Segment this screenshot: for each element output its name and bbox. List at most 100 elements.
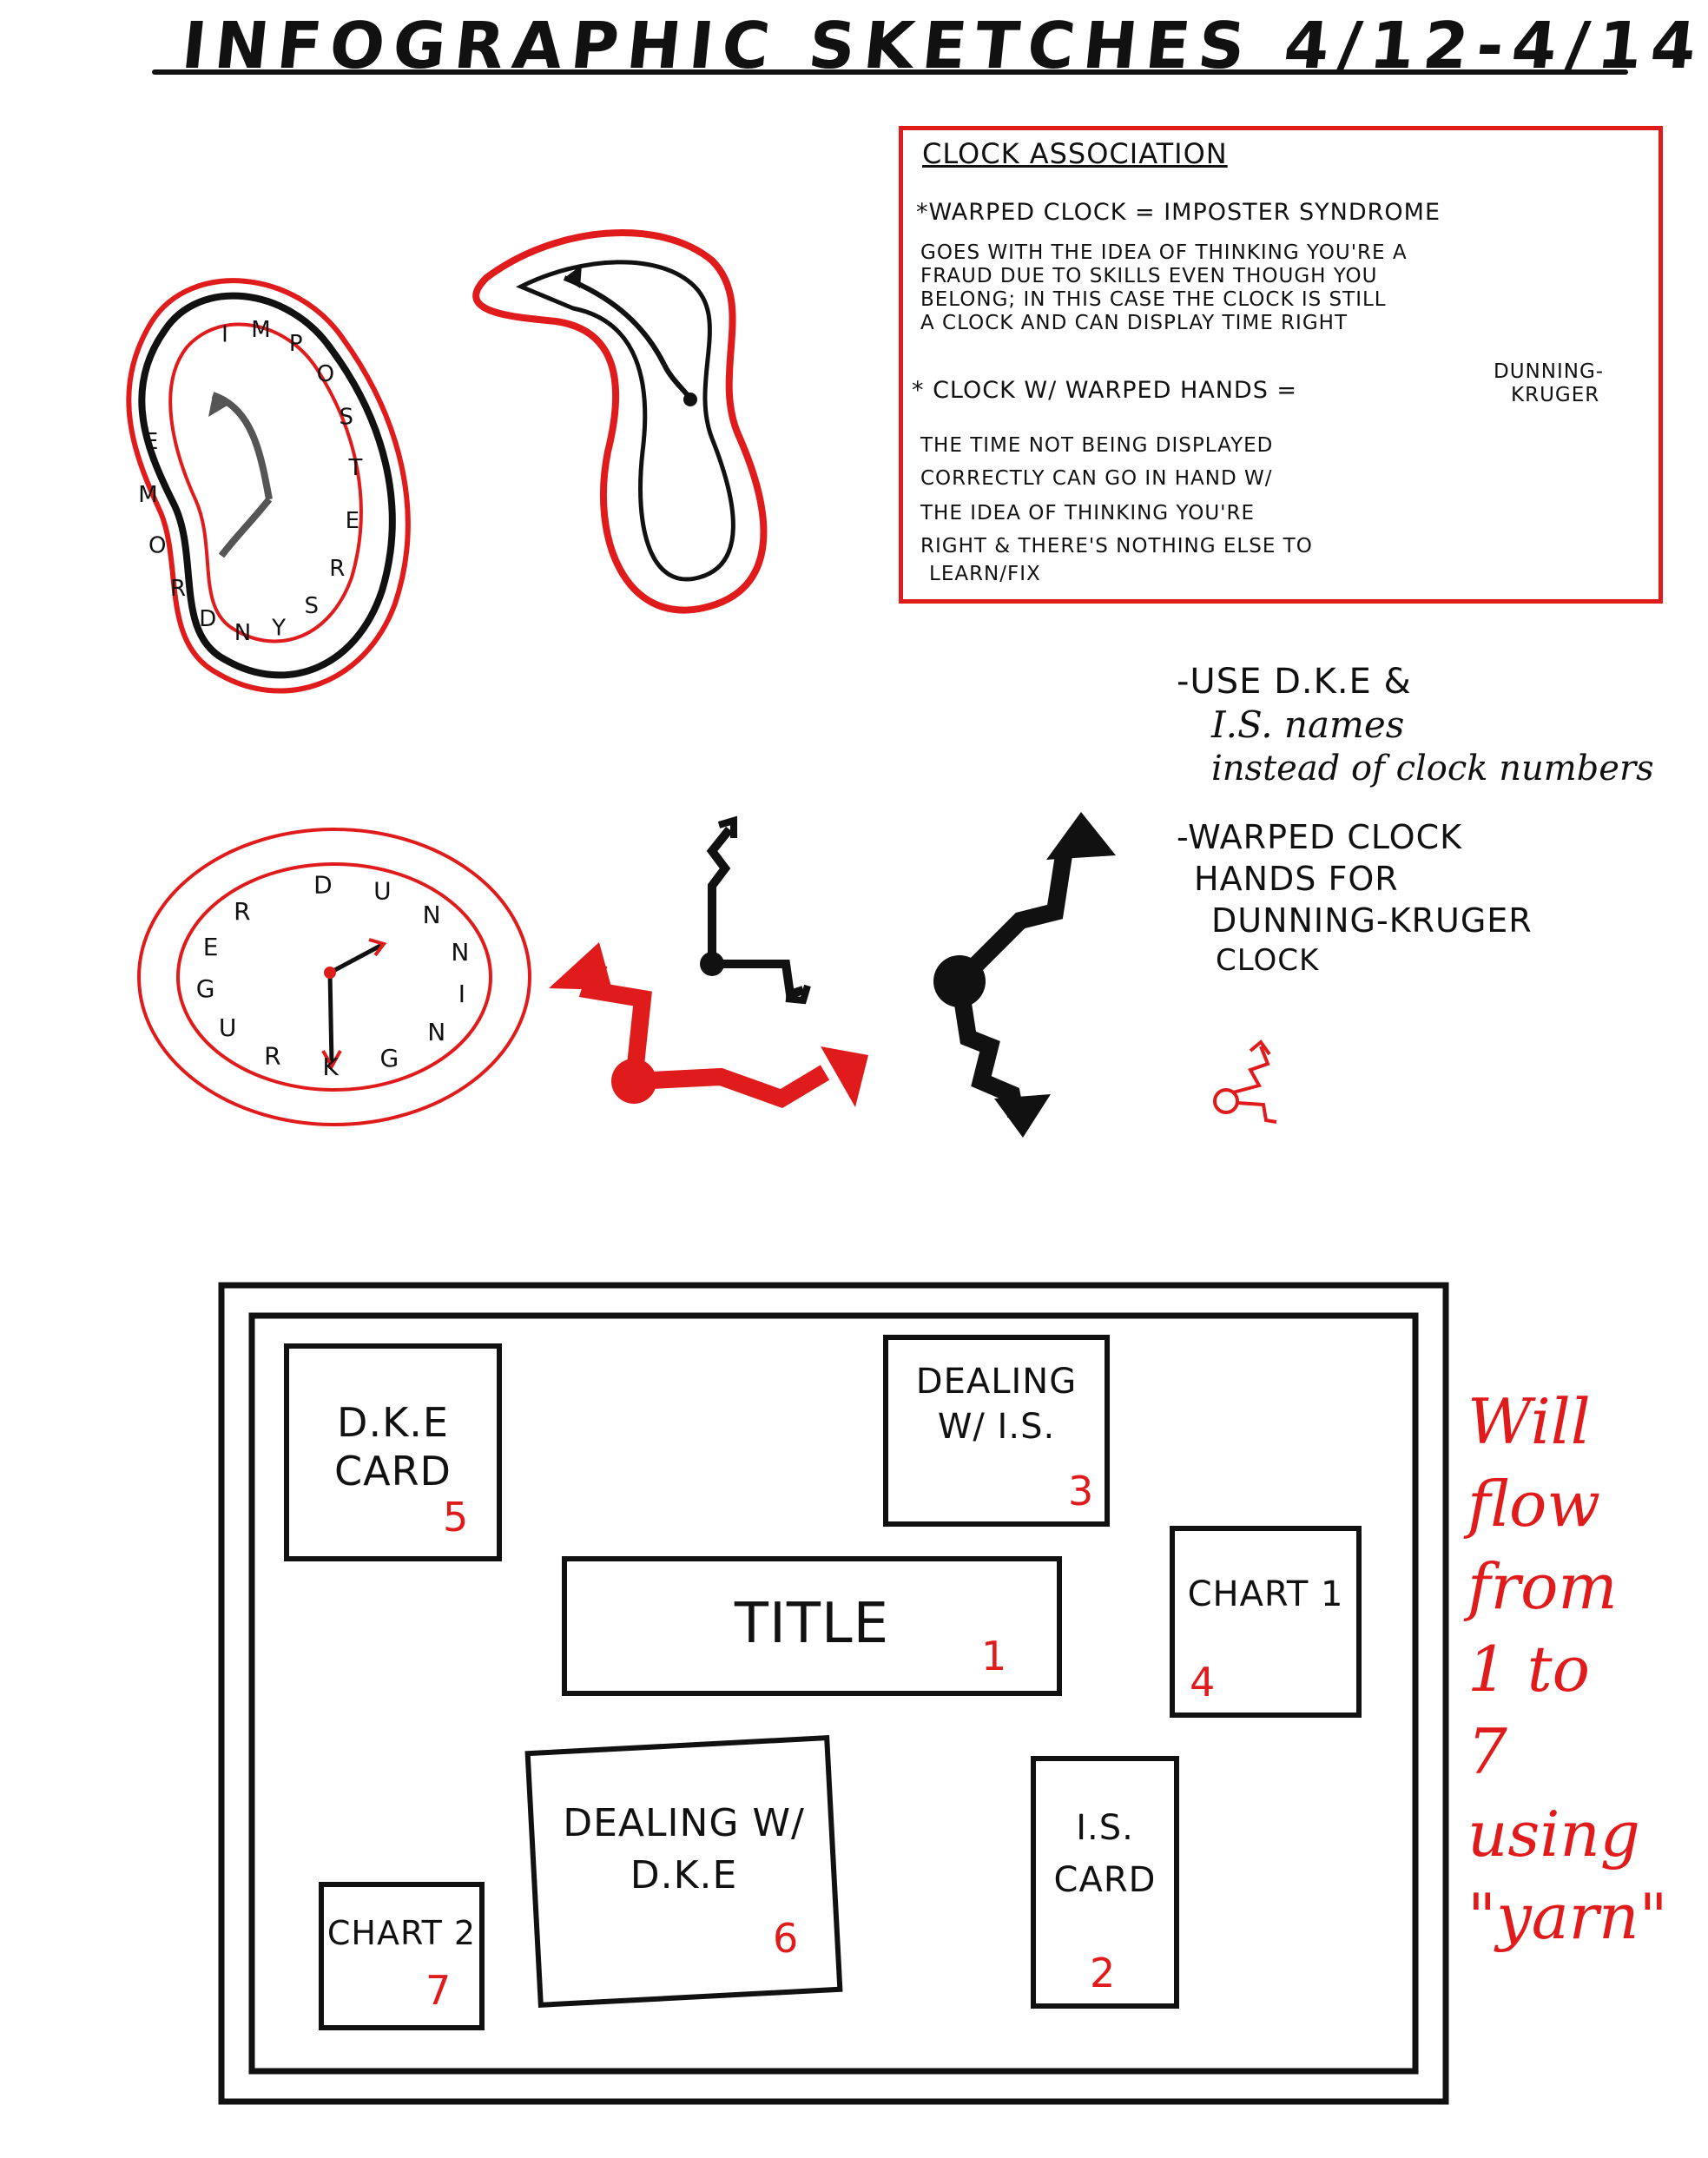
association-item1-line: GOES WITH THE IDEA OF THINKING YOU'RE A — [920, 241, 1408, 264]
card-label-chart2: CHART 2 — [326, 1914, 477, 1952]
clock-letter: K — [322, 1053, 339, 1081]
association-item2-title-end: DUNNING- — [1494, 360, 1605, 383]
card-box-is — [1031, 1756, 1179, 2009]
card-box-dealing-is — [883, 1335, 1110, 1527]
clock-letter: S — [305, 593, 320, 619]
crescent-clock-hand — [563, 275, 667, 366]
zigzag-hands-small — [700, 815, 811, 1005]
zigzag-hands-red — [549, 942, 868, 1109]
warped-clock-hand-tip — [208, 395, 230, 417]
association-item1-line: A CLOCK AND CAN DISPLAY TIME RIGHT — [920, 312, 1348, 334]
association-heading: CLOCK ASSOCIATION — [922, 137, 1228, 170]
card-box-dke — [284, 1343, 502, 1561]
side-note-2-line: -WARPED CLOCK — [1177, 818, 1463, 856]
round-clock-minute-hand — [327, 972, 334, 1065]
card-number: 1 — [981, 1633, 1007, 1680]
card-number: 5 — [443, 1494, 469, 1541]
crescent-clock-hand-tip — [564, 265, 582, 288]
warped-clock-hand — [218, 497, 273, 558]
association-item2-line: CORRECTLY CAN GO IN HAND W/ — [920, 467, 1273, 490]
card-number: 2 — [1090, 1950, 1116, 1996]
layout-board — [218, 1282, 1449, 2105]
card-number: 7 — [425, 1967, 452, 2014]
association-item1-line: BELONG; IN THIS CASE THE CLOCK IS STILL — [920, 288, 1387, 311]
association-item2-line: LEARN/FIX — [929, 563, 1041, 585]
side-note-1-line: I.S. names — [1211, 703, 1405, 746]
warped-clock-imposter — [126, 278, 411, 694]
clock-letter: N — [423, 901, 441, 929]
clock-letter: R — [234, 897, 250, 926]
title-underline — [152, 69, 1628, 75]
clock-letter: E — [346, 508, 359, 534]
card-label-dke: D.K.E CARD — [334, 1399, 452, 1495]
clock-letter: D — [313, 870, 333, 899]
card-box-chart1 — [1170, 1526, 1362, 1718]
round-clock-hour-hand — [328, 942, 384, 975]
side-note-2-line: DUNNING-KRUGER — [1211, 901, 1533, 940]
clock-letter: S — [340, 405, 354, 431]
card-box-dealing-dke — [524, 1734, 843, 2008]
crescent-clock-outer — [472, 229, 768, 614]
warped-clock-blank — [472, 229, 768, 614]
clock-letter: E — [144, 429, 158, 455]
clock-letter: N — [234, 620, 251, 646]
card-number: 4 — [1190, 1659, 1216, 1706]
clock-letter: R — [170, 576, 186, 602]
clock-letter: O — [317, 361, 334, 387]
clock-letter: Y — [271, 616, 286, 642]
flow-note: Will flow from 1 to 7 using "yarn" — [1467, 1381, 1668, 1958]
side-note-1-line: -USE D.K.E & — [1177, 662, 1412, 702]
card-label-chart1: CHART 1 — [1187, 1574, 1344, 1614]
clock-letter: U — [373, 876, 392, 905]
round-clock-dunning-kruger — [137, 828, 531, 1126]
card-label-dealing-dke: DEALING W/ D.K.E — [563, 1801, 805, 1897]
flow-note-line: flow — [1467, 1468, 1600, 1541]
flow-note-line: 1 to — [1467, 1633, 1590, 1706]
side-note-1-line: instead of clock numbers — [1211, 749, 1654, 789]
card-label-dealing-is: DEALING W/ I.S. — [915, 1362, 1078, 1447]
clock-letter: G — [196, 974, 215, 1003]
board-inner-frame — [248, 1312, 1419, 2075]
clock-association-box: CLOCK ASSOCIATION *WARPED CLOCK = IMPOST… — [899, 126, 1663, 604]
association-item2-title: * CLOCK W/ WARPED HANDS = — [912, 377, 1298, 404]
clock-letter: I — [221, 322, 228, 348]
card-label-is: I.S. CARD — [1053, 1808, 1157, 1900]
association-item1-title: *WARPED CLOCK = IMPOSTER SYNDROME — [916, 199, 1441, 226]
flow-note-line: 7 — [1467, 1715, 1507, 1788]
card-number: 6 — [773, 1915, 799, 1962]
side-note-2-line: CLOCK — [1216, 943, 1320, 978]
clock-letter: R — [264, 1041, 280, 1070]
warped-clock-inner-red — [168, 322, 363, 643]
clock-letter: M — [251, 317, 270, 343]
clock-letter: E — [203, 933, 219, 961]
association-item2-line: THE TIME NOT BEING DISPLAYED — [920, 434, 1274, 457]
warped-clock-outer-red — [126, 278, 411, 694]
clock-letter: T — [348, 455, 363, 481]
association-item2-line: RIGHT & THERE'S NOTHING ELSE TO — [920, 535, 1313, 558]
board-outer-frame — [218, 1282, 1449, 2105]
clock-letter: R — [329, 556, 345, 582]
clock-letter: P — [289, 331, 303, 357]
card-box-chart2 — [319, 1882, 485, 2030]
crescent-clock-pivot — [683, 393, 697, 406]
card-label-title: TITLE — [734, 1592, 890, 1656]
clock-letter: U — [219, 1013, 237, 1042]
warped-clock-outer-black — [138, 292, 396, 679]
association-item1-line: FRAUD DUE TO SKILLS EVEN THOUGH YOU — [920, 265, 1378, 287]
clock-letter: G — [380, 1044, 399, 1072]
association-item2-line: THE IDEA OF THINKING YOU'RE — [920, 502, 1256, 525]
crescent-clock-inner — [515, 260, 735, 582]
clock-letter: D — [199, 606, 216, 632]
zigzag-hands-large — [933, 812, 1116, 1138]
side-notes: -USE D.K.E & I.S. names instead of clock… — [1177, 660, 1663, 980]
clock-letter: O — [148, 533, 166, 559]
warped-clock-hand — [211, 392, 273, 500]
mini-zigzag-icon — [1213, 1039, 1277, 1124]
card-box-title — [562, 1556, 1062, 1696]
flow-note-line: "yarn" — [1467, 1880, 1668, 1953]
clock-letter: N — [451, 938, 469, 967]
flow-note-line: Will — [1467, 1385, 1591, 1458]
